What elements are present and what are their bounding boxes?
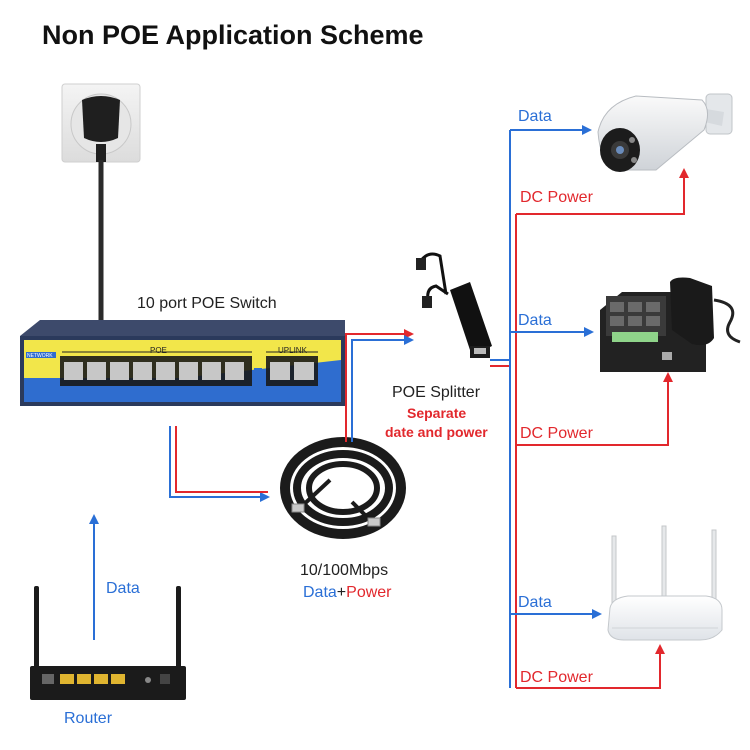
switch-uplink-label: UPLINK: [278, 346, 308, 355]
wireless-access-point: [607, 525, 723, 641]
cable-speed-label: 10/100Mbps: [300, 562, 389, 579]
ap-power-label: DC Power: [520, 669, 593, 686]
switch-brand-label: NETWORK: [27, 353, 53, 359]
cable-plus-text: +: [336, 584, 347, 601]
poe-splitter: [416, 252, 492, 358]
page-title: Non POE Application Scheme: [42, 20, 424, 50]
poe-switch: [20, 320, 345, 406]
switch-to-cable-red-arrow: [175, 426, 268, 493]
cable-type-label: Data+Power: [303, 584, 392, 602]
ethernet-cable: [280, 437, 406, 539]
camera-power-label: DC Power: [520, 189, 593, 206]
cable-to-splitter-red-arrow: [345, 329, 414, 442]
ap-data-label: Data: [518, 594, 552, 611]
router-data-label: Data: [106, 580, 140, 597]
camera-data-label: Data: [518, 108, 552, 125]
phone-power-label: DC Power: [520, 425, 593, 442]
phone-power-arrow: [516, 372, 673, 446]
splitter-note-line1: Separate: [407, 405, 467, 421]
splitter-note-line2: date and power: [385, 424, 488, 440]
switch-label: 10 port POE Switch: [137, 295, 277, 312]
cable-power-text: Power: [346, 584, 392, 601]
ip-camera: [597, 93, 733, 172]
wall-socket: [61, 83, 141, 163]
cable-to-splitter-blue-arrow: [351, 335, 414, 442]
camera-power-arrow: [516, 168, 689, 215]
ip-phone: [600, 277, 741, 372]
router-label: Router: [64, 710, 113, 727]
switch-to-cable-blue-arrow: [169, 426, 270, 502]
switch-poe-label: POE: [150, 346, 167, 355]
splitter-label: POE Splitter: [392, 384, 481, 401]
cable-data-text: Data: [303, 584, 337, 601]
phone-data-label: Data: [518, 312, 552, 329]
router: [30, 586, 186, 700]
ap-power-arrow: [516, 644, 665, 689]
